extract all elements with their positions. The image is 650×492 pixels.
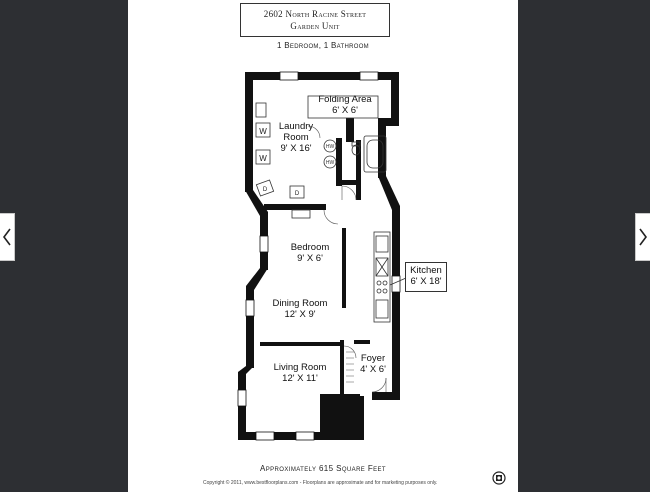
kitchen-counters (373, 231, 391, 323)
title-unit: Garden Unit (290, 21, 340, 31)
windows (237, 71, 401, 441)
bedroom-label: Bedroom 9' X 6' (290, 242, 330, 264)
bath-fixtures (351, 135, 387, 173)
unit-summary: 1 Bedroom, 1 Bathroom (277, 41, 369, 50)
previous-image-button[interactable] (0, 213, 15, 261)
washer-label-2: W (259, 154, 267, 163)
dryer-label-2: D (295, 191, 300, 197)
next-image-button[interactable] (635, 213, 650, 261)
chevron-left-icon (3, 228, 11, 246)
interior-walls (260, 118, 370, 396)
living-room-label: Living Room 12' X 11' (273, 362, 327, 384)
chevron-right-icon (639, 228, 647, 246)
floorplan-drawing: HW HW W W D D (237, 71, 407, 441)
washer-label-1: W (259, 127, 267, 136)
hw-label-2: HW (326, 160, 335, 166)
folding-area-label: Folding Area 6' X 6' (318, 94, 372, 116)
kitchen-label: Kitchen 6' X 18' (410, 265, 442, 287)
floorplan-logo-icon (492, 471, 506, 485)
foyer-stairs (346, 351, 354, 383)
laundry-appliances (255, 102, 311, 219)
square-footage: Approximately 615 Square Feet (260, 464, 386, 473)
doors (307, 125, 387, 393)
dining-room-label: Dining Room 12' X 9' (272, 298, 328, 320)
title-box: 2602 North Racine Street Garden Unit (240, 3, 390, 37)
foyer-label: Foyer 4' X 6' (360, 353, 386, 375)
title-address: 2602 North Racine Street (263, 9, 367, 19)
copyright-notice: Copyright © 2011, www.bestfloorplans.com… (203, 480, 438, 486)
water-heater (323, 139, 337, 169)
hw-label-1: HW (326, 144, 335, 150)
floorplan-sheet: 2602 North Racine Street Garden Unit 1 B… (128, 0, 518, 492)
dryer-label-1: D (263, 187, 268, 193)
kitchen-label-box (405, 262, 447, 292)
laundry-room-label: Laundry Room 9' X 16' (278, 121, 314, 154)
